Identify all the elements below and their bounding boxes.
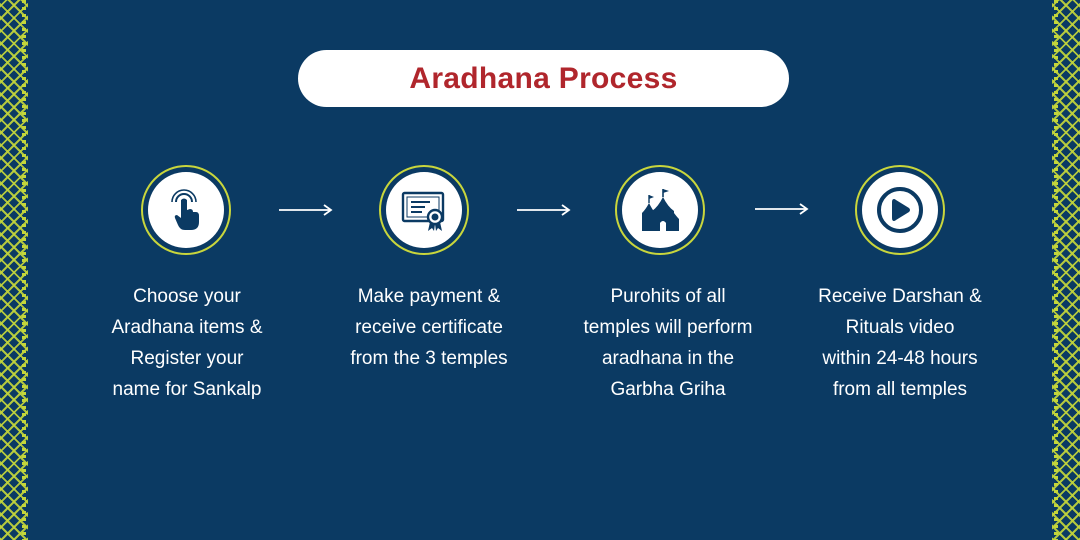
arrow-right-icon (279, 204, 333, 216)
step-1-description: Choose your Aradhana items & Register yo… (111, 286, 263, 400)
step-2-icon-circle (379, 165, 469, 255)
step-1-icon-circle (141, 165, 231, 255)
page-title: Aradhana Process (409, 61, 678, 95)
step-4-icon-circle (855, 165, 945, 255)
temple-icon (642, 189, 679, 231)
certificate-icon (401, 191, 445, 231)
step-3-icon-circle (615, 165, 705, 255)
arrow-right-icon (517, 204, 571, 216)
play-video-icon (877, 187, 923, 233)
title-banner: Aradhana Process (298, 50, 789, 107)
arrow-right-icon (755, 203, 809, 215)
step-2-description: Make payment & receive certificate from … (350, 286, 508, 369)
right-decorative-border (1052, 0, 1080, 540)
tap-hand-icon (171, 189, 199, 230)
step-4-description: Receive Darshan & Rituals video within 2… (818, 286, 982, 400)
step-3-description: Purohits of all temples will perform ara… (583, 286, 753, 400)
left-decorative-border (0, 0, 28, 540)
